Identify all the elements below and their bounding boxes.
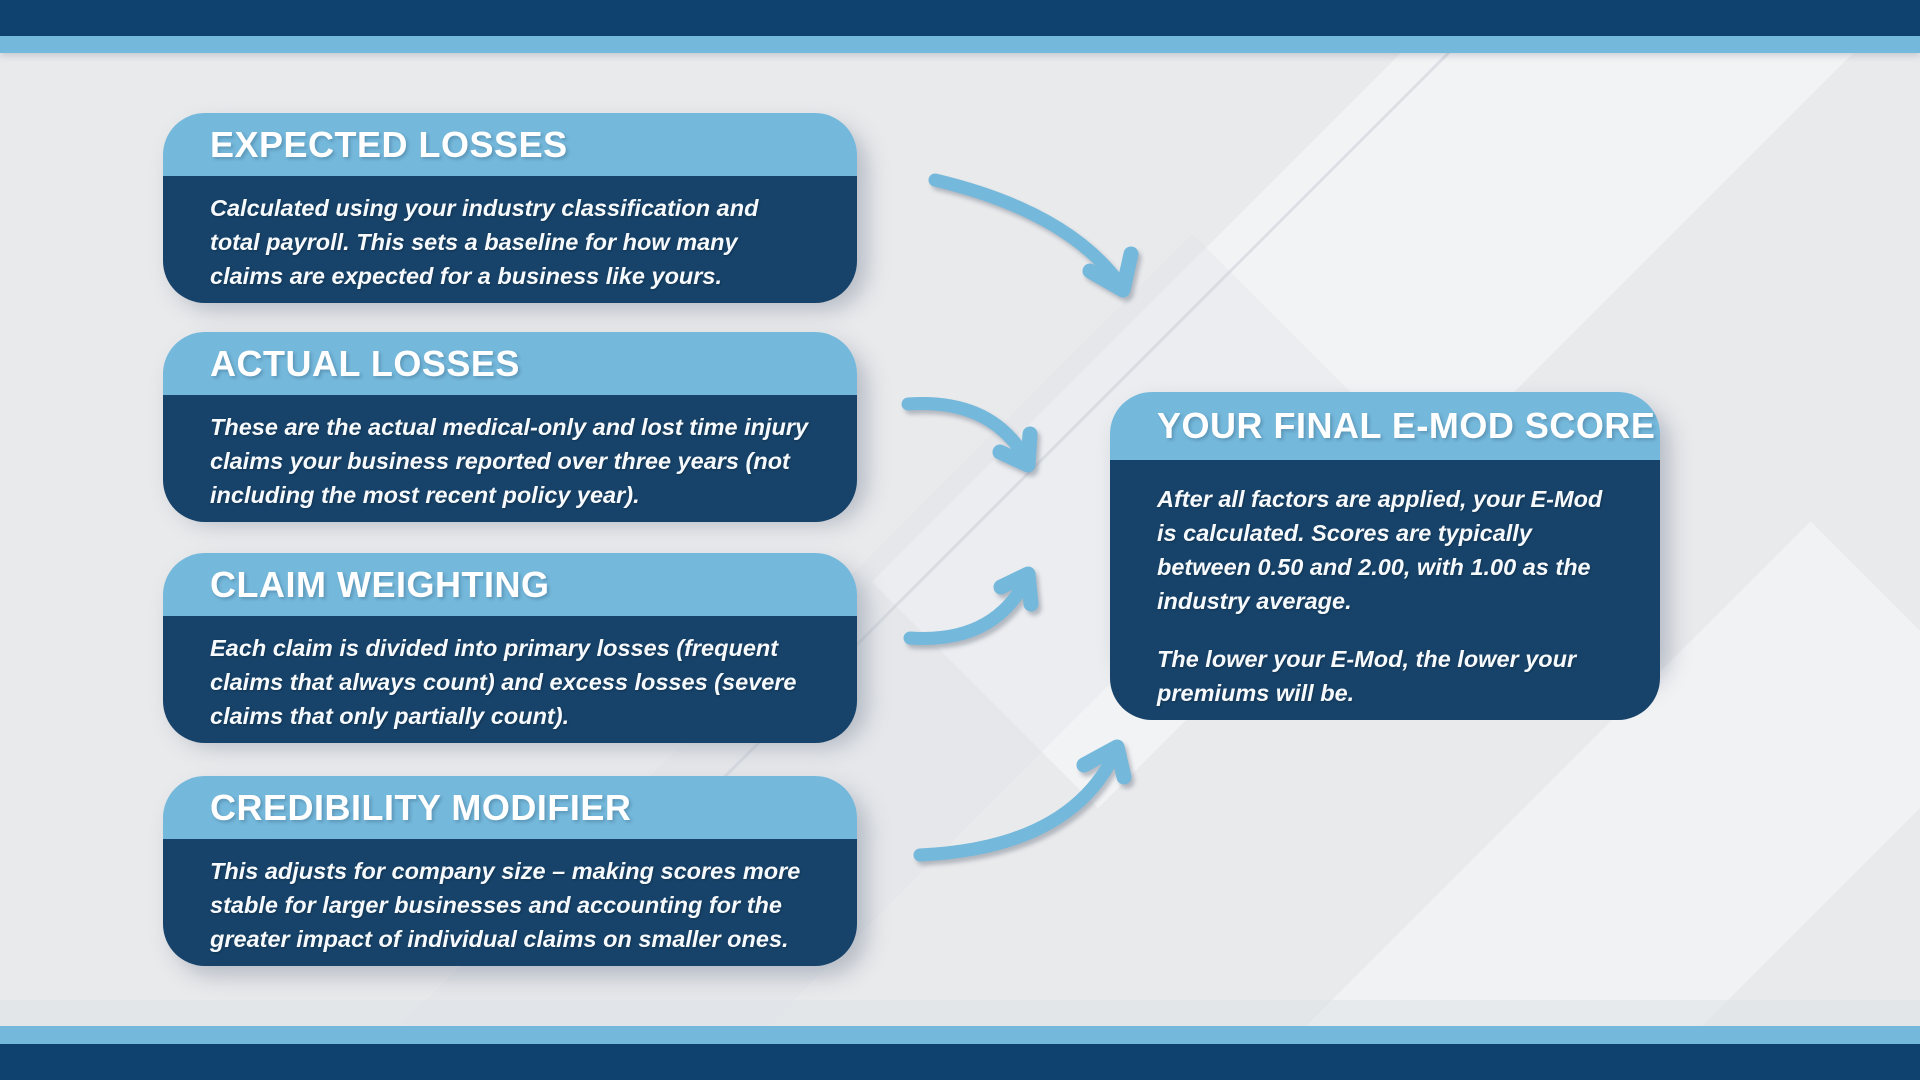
final-emod-score-box: YOUR FINAL E-MOD SCORE After all factors… xyxy=(1110,392,1660,720)
claim-weighting-description: Each claim is divided into primary losse… xyxy=(210,635,797,729)
arrow-expected-losses xyxy=(928,173,1139,298)
arrow-credibility-modifier xyxy=(913,739,1132,862)
actual-losses-title: ACTUAL LOSSES xyxy=(210,342,520,384)
final-emod-score-body: After all factors are applied, your E-Mo… xyxy=(1110,460,1660,720)
expected-losses-box: EXPECTED LOSSES Calculated using your in… xyxy=(163,113,857,303)
background-texture xyxy=(0,1000,1920,1026)
actual-losses-header: ACTUAL LOSSES xyxy=(163,332,857,395)
credibility-modifier-header: CREDIBILITY MODIFIER xyxy=(163,776,857,839)
actual-losses-description: These are the actual medical-only and lo… xyxy=(210,414,809,508)
expected-losses-header: EXPECTED LOSSES xyxy=(163,113,857,176)
final-emod-score-title: YOUR FINAL E-MOD SCORE xyxy=(1157,405,1656,446)
top-navy-bar xyxy=(0,0,1920,36)
final-emod-score-header: YOUR FINAL E-MOD SCORE xyxy=(1110,392,1660,460)
credibility-modifier-description: This adjusts for company size – making s… xyxy=(210,858,801,952)
arrow-claim-weighting xyxy=(903,566,1039,645)
final-emod-score-description-2: The lower your E-Mod, the lower your pre… xyxy=(1157,646,1577,706)
final-emod-score-description-1: After all factors are applied, your E-Mo… xyxy=(1157,486,1603,614)
bottom-accent-bar xyxy=(0,1026,1920,1044)
credibility-modifier-body: This adjusts for company size – making s… xyxy=(163,839,857,966)
credibility-modifier-box: CREDIBILITY MODIFIER This adjusts for co… xyxy=(163,776,857,966)
arrow-actual-losses xyxy=(901,396,1038,473)
claim-weighting-header: CLAIM WEIGHTING xyxy=(163,553,857,616)
actual-losses-body: These are the actual medical-only and lo… xyxy=(163,395,857,522)
expected-losses-title: EXPECTED LOSSES xyxy=(210,123,568,165)
actual-losses-box: ACTUAL LOSSES These are the actual medic… xyxy=(163,332,857,522)
credibility-modifier-title: CREDIBILITY MODIFIER xyxy=(210,786,632,828)
top-accent-bar xyxy=(0,36,1920,53)
claim-weighting-box: CLAIM WEIGHTING Each claim is divided in… xyxy=(163,553,857,743)
expected-losses-description: Calculated using your industry classific… xyxy=(210,195,759,289)
claim-weighting-body: Each claim is divided into primary losse… xyxy=(163,616,857,743)
bottom-navy-bar xyxy=(0,1044,1920,1080)
expected-losses-body: Calculated using your industry classific… xyxy=(163,176,857,303)
claim-weighting-title: CLAIM WEIGHTING xyxy=(210,563,550,605)
